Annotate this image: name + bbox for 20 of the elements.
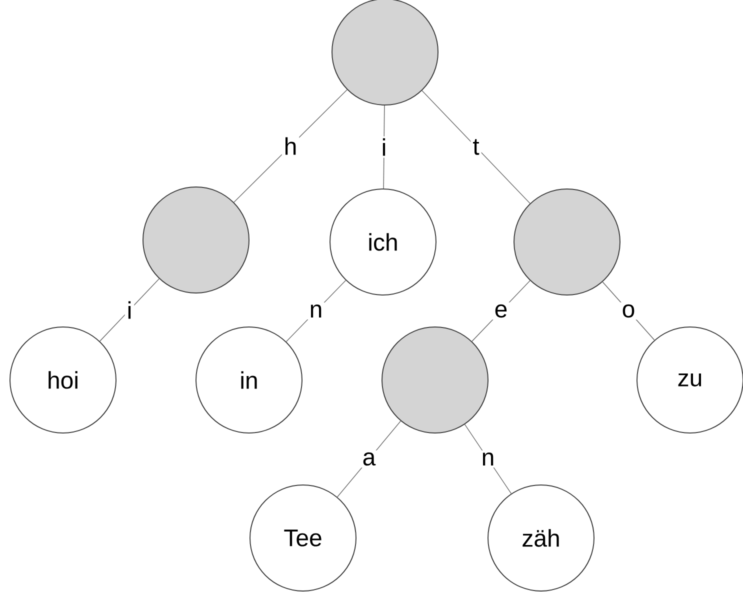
edge-label: n — [479, 450, 497, 468]
edge-label: o — [620, 302, 638, 320]
edge-label: a — [360, 450, 378, 468]
edge-label: n — [307, 302, 325, 320]
edge-label: h — [282, 135, 300, 157]
connector-line — [99, 278, 160, 342]
edge-label: i — [379, 136, 389, 158]
connector-line — [602, 282, 655, 340]
edge-label: t — [470, 137, 482, 157]
inner-circle — [142, 186, 250, 294]
connector-line — [464, 424, 512, 494]
connector-line — [472, 280, 530, 342]
edge-label: e — [492, 302, 510, 320]
inner-circle — [514, 188, 620, 296]
inner-circle — [382, 326, 488, 434]
connector-line — [286, 280, 346, 342]
connector-line — [234, 89, 348, 203]
connector-line — [336, 420, 402, 498]
edge-label: i — [124, 299, 134, 321]
connector-line — [422, 90, 530, 204]
